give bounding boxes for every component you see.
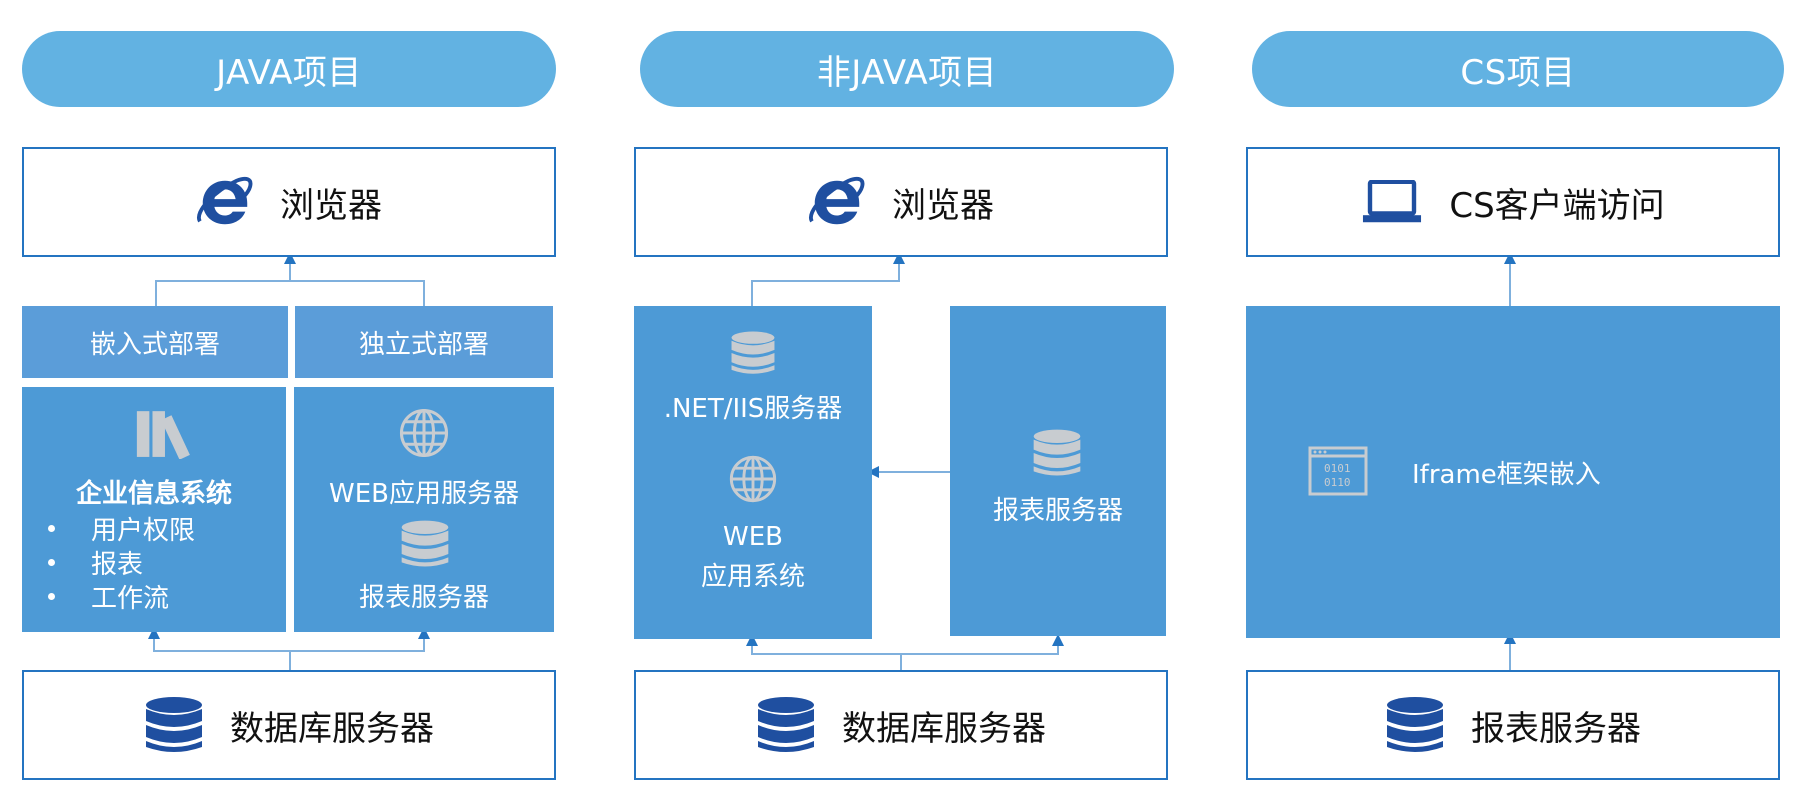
globe-icon: [728, 454, 778, 504]
globe-icon: [398, 407, 450, 459]
enterprise-system-title: 企业信息系统: [75, 479, 232, 509]
database-server-box: 数据库服务器: [634, 670, 1168, 780]
deploy-label: 独立式部署: [358, 329, 489, 360]
ie-browser-icon: [196, 173, 254, 231]
list-item-label: 报表: [91, 549, 144, 580]
header-label: 非JAVA项目: [816, 52, 998, 93]
iframe-panel: Iframe框架嵌入: [1246, 306, 1780, 638]
cs-client-label: CS客户端访问: [1449, 185, 1665, 226]
web-app-server-label: WEB应用服务器: [329, 479, 519, 509]
arrow-to-net-server: [746, 634, 902, 670]
embedded-deploy-label: 嵌入式部署: [22, 306, 288, 378]
ie-browser-icon: [808, 173, 866, 231]
report-server-label: 报表服务器: [1471, 708, 1641, 749]
enterprise-system-panel: 企业信息系统 用户权限 报表 工作流: [22, 387, 286, 632]
report-server-label: 报表服务器: [358, 583, 489, 613]
arrow-to-enterprise-system: [148, 627, 291, 670]
list-item-label: 工作流: [91, 583, 170, 614]
browser-box: 浏览器: [22, 147, 556, 257]
books-icon: [134, 407, 198, 459]
browser-box: 浏览器: [634, 147, 1168, 257]
app-system-label: 应用系统: [700, 562, 805, 592]
database-icon: [400, 519, 450, 569]
web-label: WEB: [723, 522, 783, 552]
header-non-java-project: 非JAVA项目: [640, 31, 1174, 107]
web-report-server-panel: WEB应用服务器 报表服务器: [294, 387, 554, 632]
header-java-project: JAVA项目: [22, 31, 556, 107]
database-icon: [756, 695, 816, 755]
database-server-box: 数据库服务器: [22, 670, 556, 780]
connector-line: [155, 280, 425, 306]
enterprise-feature-list: 用户权限 报表 工作流: [46, 511, 196, 614]
binary-window-icon: [1308, 446, 1368, 496]
report-server-panel: 报表服务器: [950, 306, 1166, 636]
deploy-label: 嵌入式部署: [89, 329, 220, 360]
browser-label: 浏览器: [892, 185, 994, 226]
list-item: 用户权限: [46, 511, 196, 546]
iframe-label: Iframe框架嵌入: [1412, 460, 1601, 490]
browser-label: 浏览器: [280, 185, 382, 226]
report-server-label: 报表服务器: [992, 496, 1123, 526]
list-item: 报表: [46, 545, 195, 580]
database-server-label: 数据库服务器: [230, 708, 434, 749]
arrow-to-browser-2: [751, 252, 905, 306]
net-iis-server-label: .NET/IIS服务器: [663, 394, 843, 424]
header-cs-project: CS项目: [1252, 31, 1784, 107]
database-icon: [730, 330, 776, 376]
database-icon: [1032, 428, 1082, 478]
cs-client-box: CS客户端访问: [1246, 147, 1780, 257]
database-icon: [144, 695, 204, 755]
net-iis-server-panel: .NET/IIS服务器 WEB 应用系统: [634, 306, 872, 639]
laptop-icon: [1361, 180, 1423, 224]
list-item-label: 用户权限: [91, 515, 196, 546]
list-item: 工作流: [46, 579, 195, 614]
database-server-label: 数据库服务器: [842, 708, 1046, 749]
report-server-box: 报表服务器: [1246, 670, 1780, 780]
standalone-deploy-label: 独立式部署: [295, 306, 553, 378]
arrow-to-report-server: [901, 634, 1064, 655]
database-icon: [1385, 695, 1445, 755]
header-label: JAVA项目: [216, 52, 362, 93]
arrow-to-web-server: [290, 627, 430, 652]
header-label: CS项目: [1460, 52, 1576, 93]
